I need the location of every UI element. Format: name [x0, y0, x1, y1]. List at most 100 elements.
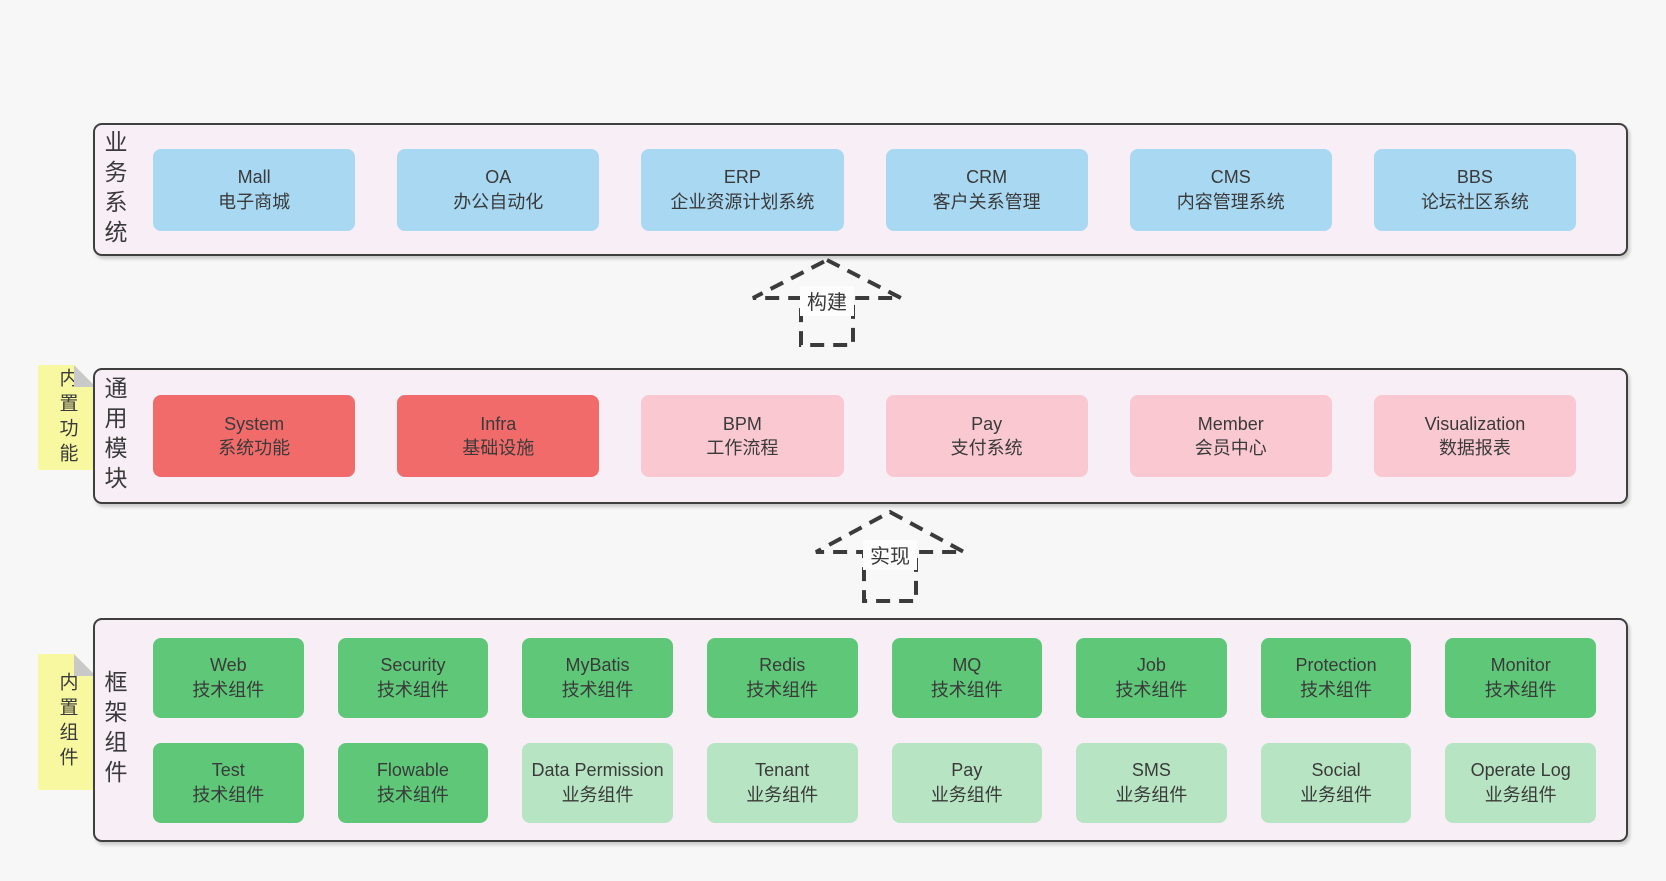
- box-subtitle: 技术组件: [746, 679, 819, 700]
- box-title: OA: [485, 167, 512, 188]
- box-data-permission: Data Permission 业务组件: [522, 742, 673, 823]
- box-web: Web 技术组件: [153, 637, 304, 718]
- layer-label-text: 通用模块: [101, 376, 127, 496]
- box-title: BPM: [722, 413, 762, 434]
- box-title: Mall: [237, 167, 271, 188]
- box-subtitle: 业务组件: [1115, 784, 1188, 805]
- layer-label: 业务系统: [95, 125, 133, 254]
- box-subtitle: 办公自动化: [453, 191, 544, 212]
- box-mall: Mall 电子商城: [153, 148, 356, 231]
- box-erp: ERP 企业资源计划系统: [641, 148, 844, 231]
- box-subtitle: 支付系统: [950, 438, 1023, 458]
- box-subtitle: 电子商城: [218, 191, 291, 212]
- layer-label-text: 框架组件: [101, 670, 127, 790]
- box-title: Job: [1136, 655, 1166, 676]
- box-tenant: Tenant 业务组件: [706, 742, 858, 823]
- box-title: Pay: [971, 413, 1003, 434]
- box-oa: OA 办公自动化: [397, 148, 600, 231]
- box-title: Operate Log: [1470, 760, 1571, 781]
- build-arrow-label: 构建: [807, 291, 847, 314]
- box-title: Security: [380, 655, 446, 676]
- box-title: Infra: [480, 413, 517, 434]
- box-title: BBS: [1456, 167, 1493, 188]
- box-subtitle: 内容管理系统: [1176, 191, 1285, 212]
- box-title: Redis: [759, 655, 806, 676]
- box-member: Member 会员中心: [1129, 395, 1332, 477]
- box-security: Security 技术组件: [337, 637, 489, 718]
- box-job: Job 技术组件: [1076, 637, 1227, 718]
- box-subtitle: 技术组件: [1484, 679, 1557, 700]
- layer-label-text: 业务系统: [101, 129, 127, 250]
- box-subtitle: 业务组件: [561, 784, 634, 805]
- box-redis: Redis 技术组件: [706, 637, 858, 718]
- box-title: MyBatis: [565, 655, 630, 676]
- box-operate-log: Operate Log 业务组件: [1445, 742, 1596, 823]
- box-monitor: Monitor 技术组件: [1445, 637, 1596, 718]
- box-title: System: [224, 413, 285, 434]
- box-infra: Infra 基础设施: [397, 395, 600, 477]
- box-title: Tenant: [755, 760, 810, 781]
- box-subtitle: 客户关系管理: [932, 191, 1041, 212]
- box-subtitle: 基础设施: [462, 438, 535, 458]
- sticky-note-builtin-components: 内置组件: [38, 654, 96, 790]
- box-subtitle: 业务组件: [930, 784, 1003, 805]
- build-arrow-icon: 构建: [752, 257, 902, 347]
- box-mybatis: MyBatis 技术组件: [522, 637, 673, 718]
- box-cms: CMS 内容管理系统: [1129, 148, 1332, 231]
- box-subtitle: 业务组件: [1300, 784, 1373, 805]
- box-subtitle: 企业资源计划系统: [670, 191, 815, 212]
- box-protection: Protection 技术组件: [1260, 637, 1412, 718]
- box-title: Test: [211, 760, 245, 781]
- sticky-note-text: 内置组件: [56, 672, 78, 772]
- box-subtitle: 技术组件: [561, 679, 634, 700]
- layer-label: 框架组件: [95, 620, 133, 840]
- box-subtitle: 数据报表: [1438, 438, 1511, 458]
- box-system: System 系统功能: [153, 395, 356, 477]
- implement-arrow-icon: 实现: [815, 509, 965, 603]
- box-subtitle: 技术组件: [1300, 679, 1373, 700]
- box-pay: Pay 支付系统: [885, 395, 1088, 477]
- box-title: Monitor: [1490, 655, 1551, 676]
- box-title: Protection: [1295, 655, 1377, 676]
- box-subtitle: 论坛社区系统: [1420, 191, 1529, 212]
- box-title: Web: [209, 655, 247, 676]
- box-test: Test 技术组件: [153, 742, 304, 823]
- sticky-note-builtin-features: 内置功能: [38, 365, 96, 470]
- box-title: CMS: [1210, 167, 1251, 188]
- implement-arrow-label: 实现: [870, 545, 910, 568]
- box-subtitle: 会员中心: [1194, 438, 1267, 458]
- box-subtitle: 系统功能: [218, 438, 291, 458]
- box-subtitle: 技术组件: [192, 784, 265, 805]
- box-subtitle: 技术组件: [376, 679, 449, 700]
- box-title: ERP: [723, 167, 761, 188]
- box-subtitle: 业务组件: [746, 784, 819, 805]
- box-subtitle: 技术组件: [376, 784, 449, 805]
- box-subtitle: 技术组件: [1115, 679, 1188, 700]
- box-bbs: BBS 论坛社区系统: [1373, 148, 1577, 231]
- box-title: Data Permission: [531, 760, 664, 781]
- sticky-note-text: 内置功能: [56, 367, 78, 468]
- box-title: SMS: [1131, 760, 1171, 781]
- box-subtitle: 技术组件: [192, 679, 265, 700]
- box-sms: SMS 业务组件: [1076, 742, 1227, 823]
- layer-label: 通用模块: [95, 370, 133, 502]
- box-subtitle: 业务组件: [1484, 784, 1557, 805]
- box-title: MQ: [952, 655, 982, 676]
- box-title: Member: [1197, 413, 1264, 434]
